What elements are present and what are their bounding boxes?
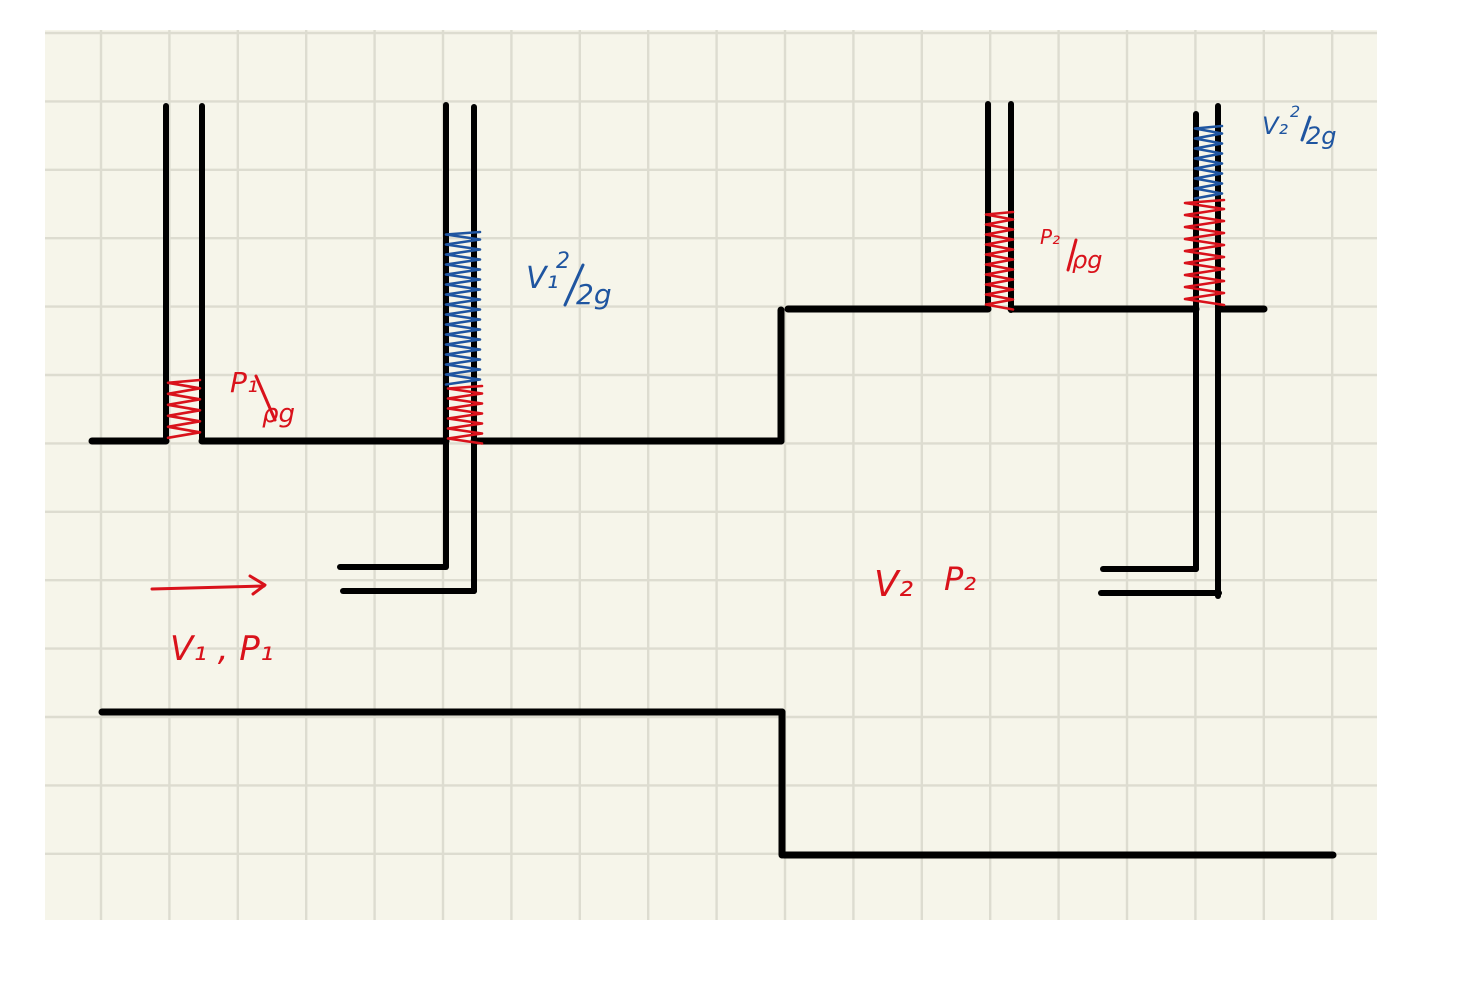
v2-exponent: 2 [1290, 102, 1300, 121]
piezometer-2 [984, 101, 1015, 313]
pitot-1-pressure-head-fill [446, 384, 484, 445]
p2-symbol: P₂ [1040, 225, 1060, 249]
p2-fraction-slash [1066, 238, 1078, 272]
flow-arrow-head-icon [248, 574, 267, 596]
pitot-2-label: V₂ 2 2g [1262, 102, 1337, 150]
v1-exponent: 2 [556, 249, 570, 274]
pitot-2-pressure-head-fill [1183, 198, 1226, 307]
piezometer-2-label: P₂ ρg [1040, 225, 1102, 274]
section-2-velocity-label: V₂ [874, 564, 913, 605]
v1-symbol: V₁ [526, 261, 559, 296]
expansion-step [777, 306, 786, 859]
velocity-head-2-fill [1193, 124, 1224, 200]
pitot-tube-2 [1098, 103, 1226, 599]
grid-paper [45, 30, 1377, 920]
pitot-tube-1 [337, 102, 484, 594]
pressure-head-2-fill [984, 210, 1015, 311]
v1-denominator: 2g [576, 278, 612, 311]
piezometer-1-label: P₁ ρg [230, 366, 295, 429]
p1-symbol: P₁ [230, 366, 258, 399]
downstream-pipe [780, 305, 1337, 859]
p2-denominator: ρg [1072, 246, 1102, 274]
p1-denominator: ρg [262, 399, 295, 429]
upstream-pipe [88, 437, 786, 716]
section-2-pressure-label: P₂ [944, 560, 976, 598]
p1-fraction-slash [254, 374, 277, 422]
v2-symbol: V₂ [1262, 112, 1288, 140]
flow-arrow-shaft [150, 584, 266, 591]
piezometer-1 [163, 103, 205, 444]
v2-fraction-slash [1300, 115, 1312, 142]
pressure-head-1-fill [166, 378, 202, 440]
v2-denominator: 2g [1306, 122, 1337, 150]
pitot-1-label: V₁ 2 2g [526, 249, 612, 311]
section-1-flow-label: V₁ , P₁ [170, 629, 273, 669]
v1-fraction-slash [563, 263, 585, 307]
flow-arrow [150, 574, 267, 596]
velocity-head-1-fill [444, 230, 482, 386]
